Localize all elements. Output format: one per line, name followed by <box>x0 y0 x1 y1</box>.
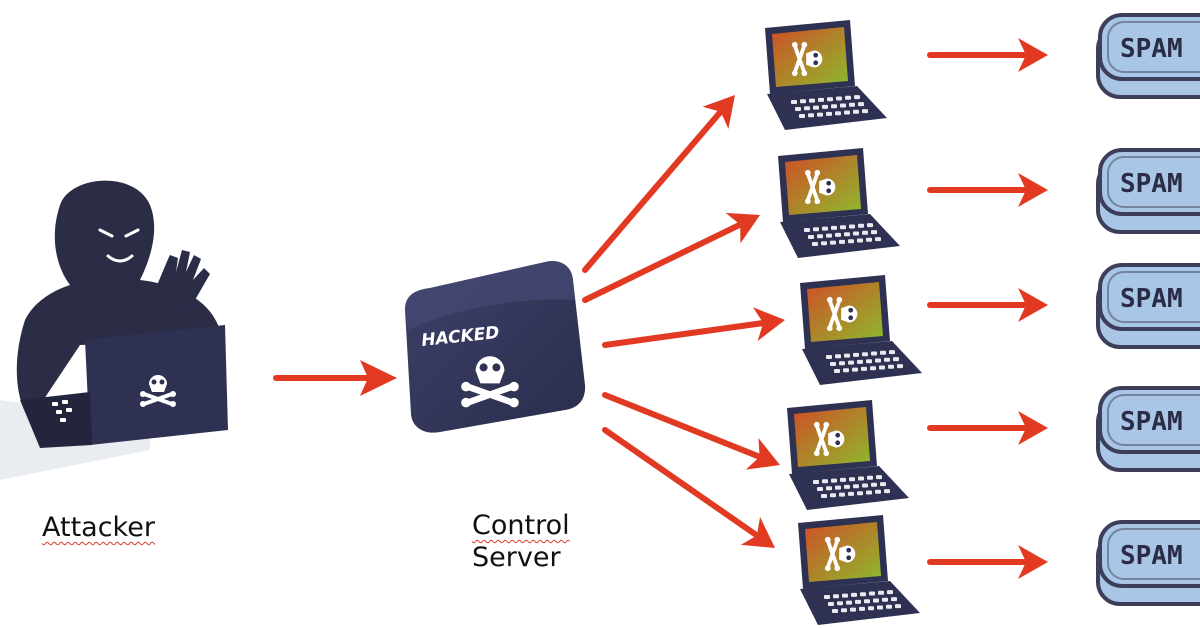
arrow-server-to-bot-2 <box>582 212 760 303</box>
arrow-server-to-bot-3 <box>602 307 785 348</box>
control-server-icon: HACKED <box>405 260 586 433</box>
attacker-label: Attacker <box>42 512 155 543</box>
spam-label: SPAM <box>1120 407 1183 437</box>
arrow-bot-to-spam-4 <box>927 411 1048 445</box>
bot-laptop-1 <box>765 20 887 130</box>
bot-laptop-3 <box>800 275 922 385</box>
spam-label: SPAM <box>1120 169 1183 199</box>
attacker-figure <box>0 180 228 480</box>
arrow-server-to-bot-5 <box>602 427 775 548</box>
bot-laptop-2 <box>778 148 900 258</box>
spam-label: SPAM <box>1120 34 1183 64</box>
spam-token-5: SPAM <box>1096 520 1200 606</box>
arrow-server-to-bot-1 <box>582 95 735 273</box>
bot-laptops <box>765 20 922 625</box>
hooded-attacker-icon <box>16 180 220 420</box>
arrow-server-to-bot-4 <box>602 392 780 470</box>
arrow-bot-to-spam-3 <box>927 288 1048 322</box>
control-server-label-line1: Control <box>472 510 570 541</box>
control-server-label-line2: Server <box>472 542 561 574</box>
spam-token-3: SPAM <box>1096 263 1200 349</box>
spam-token-1: SPAM <box>1096 13 1200 99</box>
spam-token-4: SPAM <box>1096 386 1200 472</box>
spam-label: SPAM <box>1120 541 1183 571</box>
waving-hand-icon <box>150 250 210 311</box>
spam-outputs: SPAM SPAM SPAM SPAM SPAM <box>927 13 1200 606</box>
arrow-bot-to-spam-1 <box>927 38 1048 72</box>
fan-out-arrows <box>582 95 785 548</box>
arrow-bot-to-spam-5 <box>927 545 1048 579</box>
control-server-label: Control Server <box>472 510 570 575</box>
arrow-bot-to-spam-2 <box>927 173 1048 207</box>
bot-laptop-4 <box>787 400 909 510</box>
arrow-attacker-to-server <box>273 360 397 396</box>
spam-token-2: SPAM <box>1096 148 1200 234</box>
spam-label: SPAM <box>1120 284 1183 314</box>
bot-laptop-5 <box>798 515 920 625</box>
